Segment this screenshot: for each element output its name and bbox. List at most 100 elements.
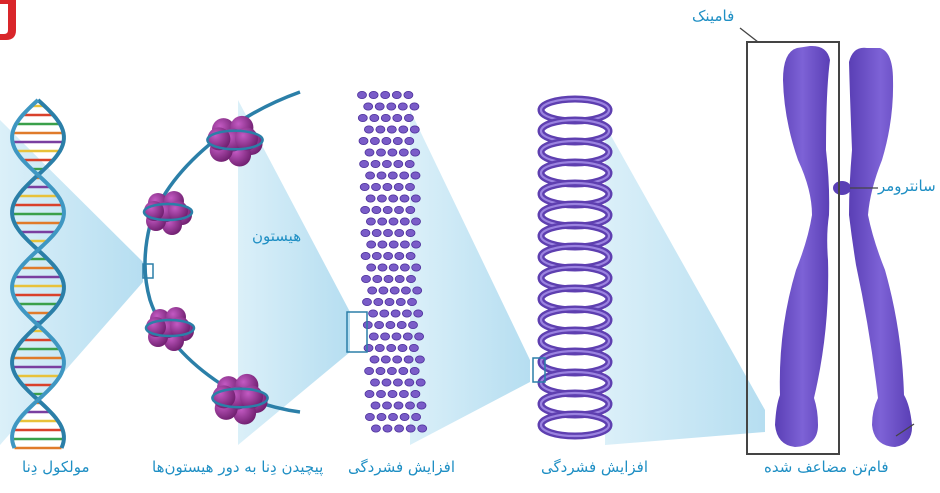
fiber-bead [370, 114, 379, 121]
zoom-cone-3 [410, 110, 530, 445]
fiber-bead [384, 252, 393, 259]
fiber-bead [400, 195, 409, 202]
fiber-bead [418, 425, 427, 432]
fiber-bead [403, 333, 412, 340]
label-duplicated-chromosome: فام‌تن مضاعف شده [764, 460, 889, 475]
fiber-bead [389, 413, 398, 420]
fiber-bead [402, 310, 411, 317]
label-centromere: سانترومر [878, 179, 936, 194]
fiber-bead [367, 241, 376, 248]
fiber-bead [387, 367, 396, 374]
fiber-bead [391, 310, 400, 317]
fiber-bead [399, 149, 408, 156]
fiber-bead [392, 333, 401, 340]
fiber-bead [410, 367, 419, 374]
fiber-bead [370, 137, 379, 144]
centromere-knot [833, 181, 851, 195]
fiber-bead [379, 287, 388, 294]
fiber-bead [383, 402, 392, 409]
fiber-bead [364, 126, 373, 133]
fiber-bead [412, 413, 421, 420]
fiber-bead [404, 91, 413, 98]
fiber-bead [392, 91, 401, 98]
label-dna-wrapping: پیچیدن دِنا به دور هیستون‌ها [152, 460, 323, 475]
fiber-bead [363, 298, 372, 305]
fiber-bead [388, 172, 397, 179]
corner-mark-inner [0, 4, 8, 34]
fiber-bead [384, 229, 393, 236]
fiber-bead [372, 252, 381, 259]
chromatid-pointer [740, 28, 758, 42]
fiber-bead [369, 91, 378, 98]
fiber-bead [400, 264, 409, 271]
fiber-bead [411, 390, 420, 397]
histone-cluster [144, 191, 192, 235]
fiber-bead [358, 114, 367, 121]
fiber-bead [366, 218, 375, 225]
fiber-bead [381, 333, 390, 340]
fiber-bead [395, 252, 404, 259]
fiber-bead [370, 356, 379, 363]
fiber-bead [364, 344, 373, 351]
fiber-bead [407, 275, 416, 282]
fiber-bead [373, 275, 382, 282]
fiber-bead [360, 160, 369, 167]
fiber-bead [371, 379, 380, 386]
fiber-bead [413, 287, 422, 294]
fiber-bead [390, 287, 399, 294]
fiber-bead [364, 103, 373, 110]
fiber-bead [383, 183, 392, 190]
fiber-bead [372, 206, 381, 213]
fiber-bead [401, 287, 410, 294]
fiber-bead [400, 413, 409, 420]
fiber-bead [362, 275, 371, 282]
fiber-bead [404, 114, 413, 121]
fiber-bead [406, 402, 415, 409]
fiber-bead [366, 172, 375, 179]
fiber-bead [377, 172, 386, 179]
fiber-bead [404, 356, 413, 363]
fiber-bead [411, 149, 420, 156]
fiber-bead [395, 229, 404, 236]
fiber-bead [377, 413, 386, 420]
label-histone: هیستون [252, 229, 301, 244]
fiber-bead [417, 402, 426, 409]
fiber-bead [375, 321, 384, 328]
fiber-bead [393, 379, 402, 386]
fiber-bead [378, 241, 387, 248]
fiber-bead [367, 264, 376, 271]
fiber-bead [361, 229, 370, 236]
fiber-bead [412, 264, 421, 271]
fiber-bead [406, 206, 415, 213]
fiber-bead [416, 379, 425, 386]
duplicated-chromosome [740, 28, 914, 454]
fiber-bead [406, 252, 415, 259]
fiber-bead [365, 390, 374, 397]
fiber-bead [382, 379, 391, 386]
fiber-bead [406, 183, 415, 190]
fiber-bead [394, 183, 403, 190]
fiber-bead [399, 390, 408, 397]
fiber-bead [386, 321, 395, 328]
fiber-bead [368, 287, 377, 294]
chromatid-left [775, 46, 830, 447]
fiber-bead [383, 425, 392, 432]
fiber-bead [408, 298, 417, 305]
fiber-bead [372, 183, 381, 190]
fiber-bead [382, 137, 391, 144]
fiber-bead [398, 344, 407, 351]
label-condensation-2: افزایش فشردگی [541, 460, 648, 475]
fiber-bead [400, 241, 409, 248]
fiber-bead [389, 241, 398, 248]
fiber-bead [380, 310, 389, 317]
fiber-bead [376, 126, 385, 133]
fiber-bead [371, 160, 380, 167]
fiber-bead [369, 310, 378, 317]
fiber-bead [395, 206, 404, 213]
fiber-bead [377, 195, 386, 202]
fiber-bead [361, 252, 370, 259]
coiled-fiber [541, 99, 609, 436]
fiber-bead [389, 218, 398, 225]
